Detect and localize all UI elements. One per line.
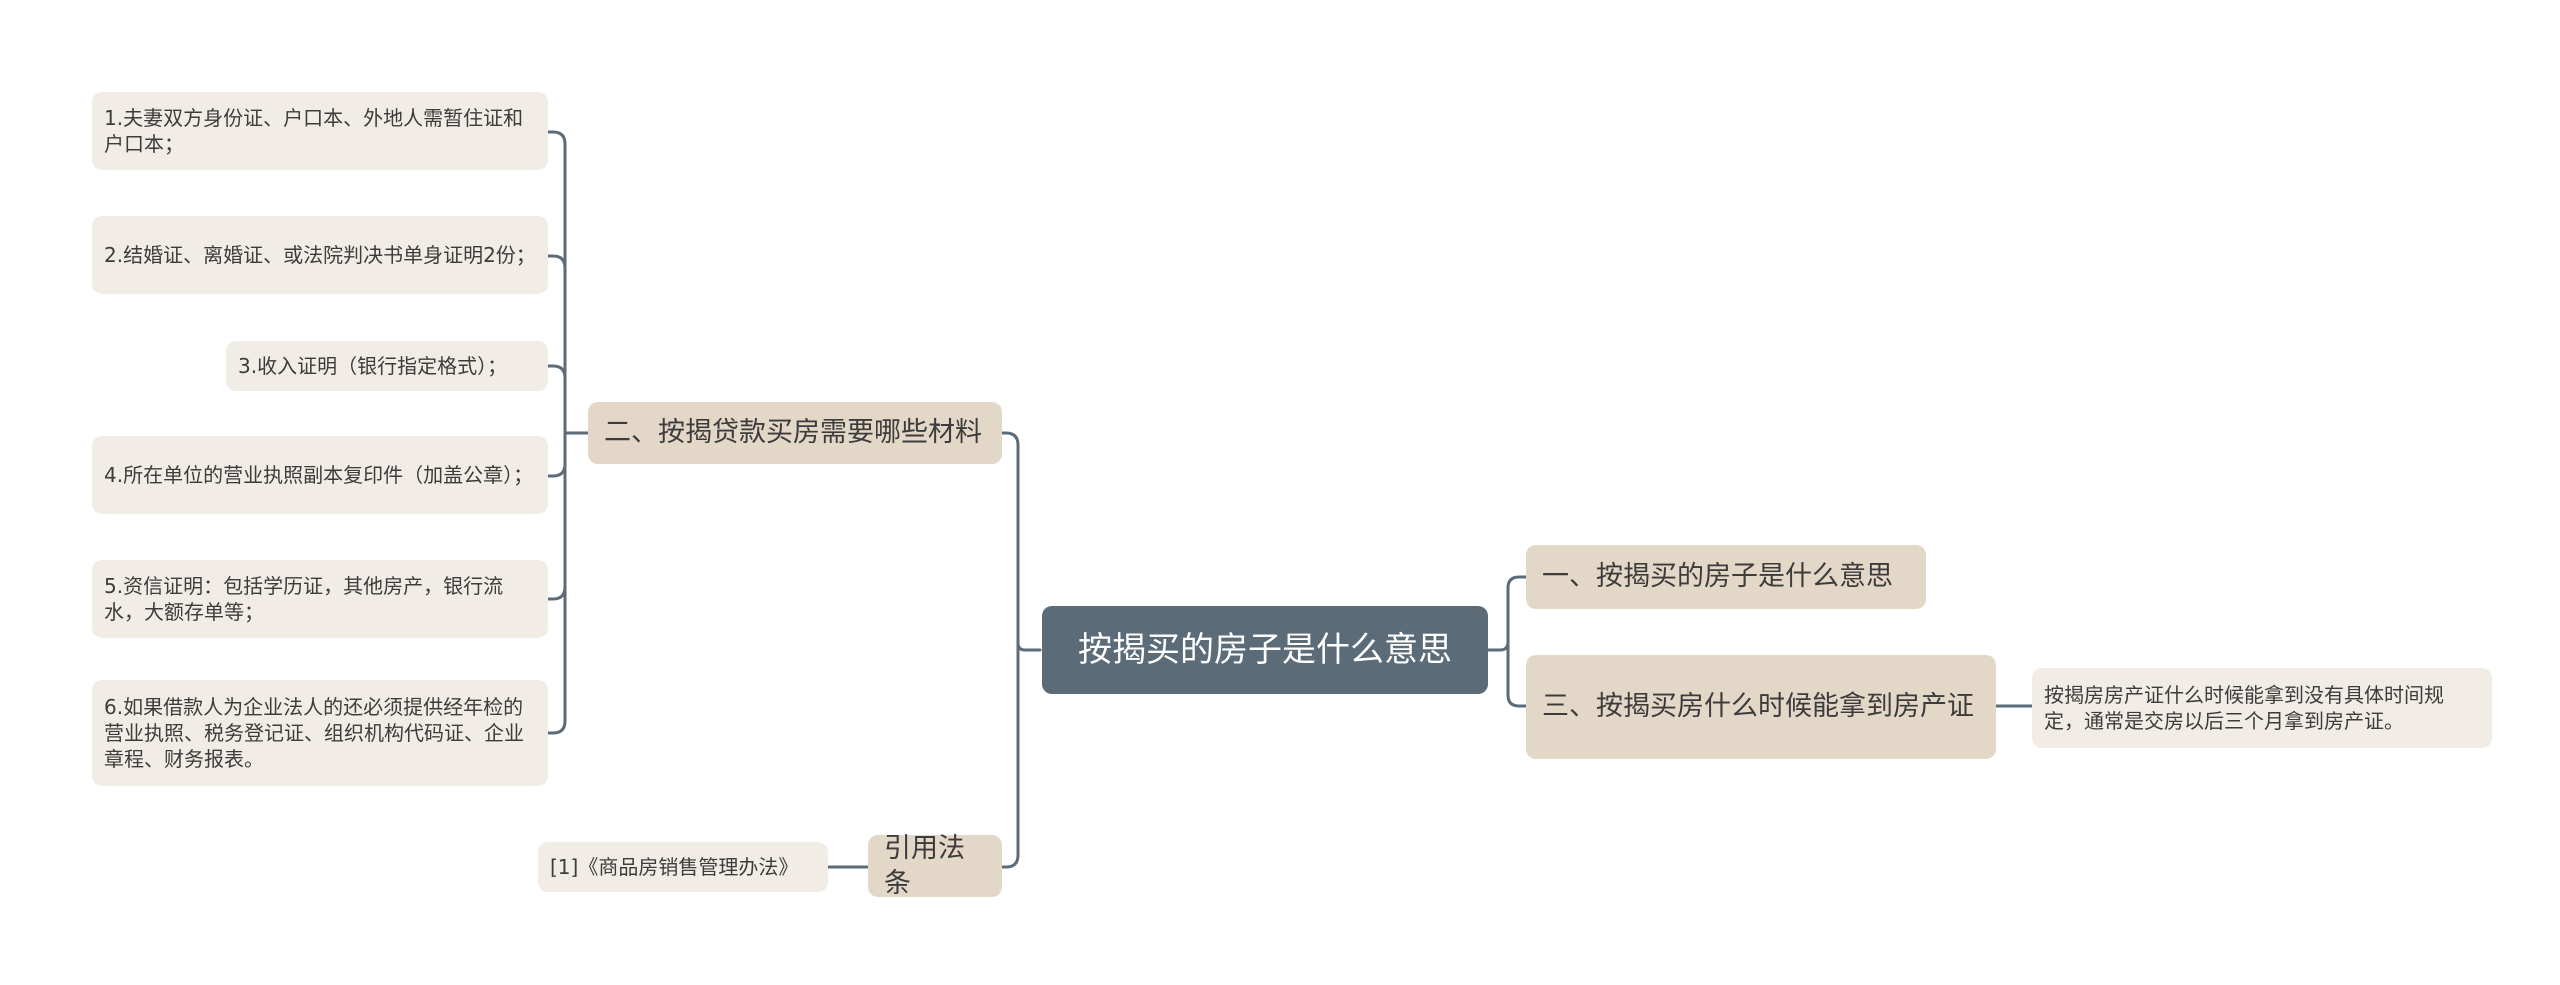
branch-certificate[interactable]: 三、按揭买房什么时候能拿到房产证: [1526, 655, 1996, 759]
branch-certificate-label: 三、按揭买房什么时候能拿到房产证: [1542, 691, 1974, 723]
root-topic-label: 按揭买的房子是什么意思: [1078, 629, 1452, 670]
link-materials-item-3: [546, 364, 567, 380]
link-root-certificate: [1506, 640, 1528, 708]
leaf-material-2-label: 2.结婚证、离婚证、或法院判决书单身证明2份；: [104, 243, 536, 267]
leaf-material-1[interactable]: 1.夫妻双方身份证、户口本、外地人需暂住证和户口本；: [92, 92, 548, 170]
link-root-left: [1000, 431, 1042, 652]
leaf-reference-1[interactable]: [1]《商品房销售管理办法》: [538, 842, 828, 892]
branch-references[interactable]: 引用法条: [868, 833, 1002, 899]
leaf-material-4-label: 4.所在单位的营业执照副本复印件（加盖公章）；: [104, 463, 534, 487]
leaf-certificate-1[interactable]: 按揭房房产证什么时候能拿到没有具体时间规定，通常是交房以后三个月拿到房产证。: [2032, 668, 2492, 748]
link-materials-item-5: [546, 462, 567, 601]
branch-references-label: 引用法条: [884, 832, 965, 899]
leaf-material-5[interactable]: 5.资信证明：包括学历证，其他房产，银行流水，大额存单等；: [92, 560, 548, 638]
leaf-material-3-label: 3.收入证明（银行指定格式）；: [238, 354, 508, 378]
leaf-reference-1-label: [1]《商品房销售管理办法》: [550, 855, 799, 879]
link-materials-item-2: [546, 254, 567, 270]
branch-materials-label: 二、按揭贷款买房需要哪些材料: [604, 417, 982, 449]
link-materials-spine: [546, 130, 590, 435]
leaf-material-1-label: 1.夫妻双方身份证、户口本、外地人需暂住证和户口本；: [104, 106, 524, 156]
root-topic[interactable]: 按揭买的房子是什么意思: [1042, 606, 1488, 694]
link-root-references: [1000, 641, 1020, 869]
branch-meaning[interactable]: 一、按揭买的房子是什么意思: [1526, 545, 1926, 609]
branch-meaning-label: 一、按揭买的房子是什么意思: [1542, 561, 1893, 593]
link-materials-item-6: [546, 585, 567, 735]
leaf-material-6-label: 6.如果借款人为企业法人的还必须提供经年检的营业执照、税务登记证、组织机构代码证…: [104, 695, 524, 771]
leaf-material-5-label: 5.资信证明：包括学历证，其他房产，银行流水，大额存单等；: [104, 574, 504, 624]
link-root-meaning: [1486, 575, 1528, 652]
link-materials-item-4: [546, 431, 567, 478]
leaf-certificate-1-label: 按揭房房产证什么时候能拿到没有具体时间规定，通常是交房以后三个月拿到房产证。: [2044, 683, 2444, 733]
leaf-material-3[interactable]: 3.收入证明（银行指定格式）；: [226, 341, 548, 391]
leaf-material-6[interactable]: 6.如果借款人为企业法人的还必须提供经年检的营业执照、税务登记证、组织机构代码证…: [92, 680, 548, 786]
leaf-material-2[interactable]: 2.结婚证、离婚证、或法院判决书单身证明2份；: [92, 216, 548, 294]
leaf-material-4[interactable]: 4.所在单位的营业执照副本复印件（加盖公章）；: [92, 436, 548, 514]
branch-materials[interactable]: 二、按揭贷款买房需要哪些材料: [588, 402, 1002, 464]
